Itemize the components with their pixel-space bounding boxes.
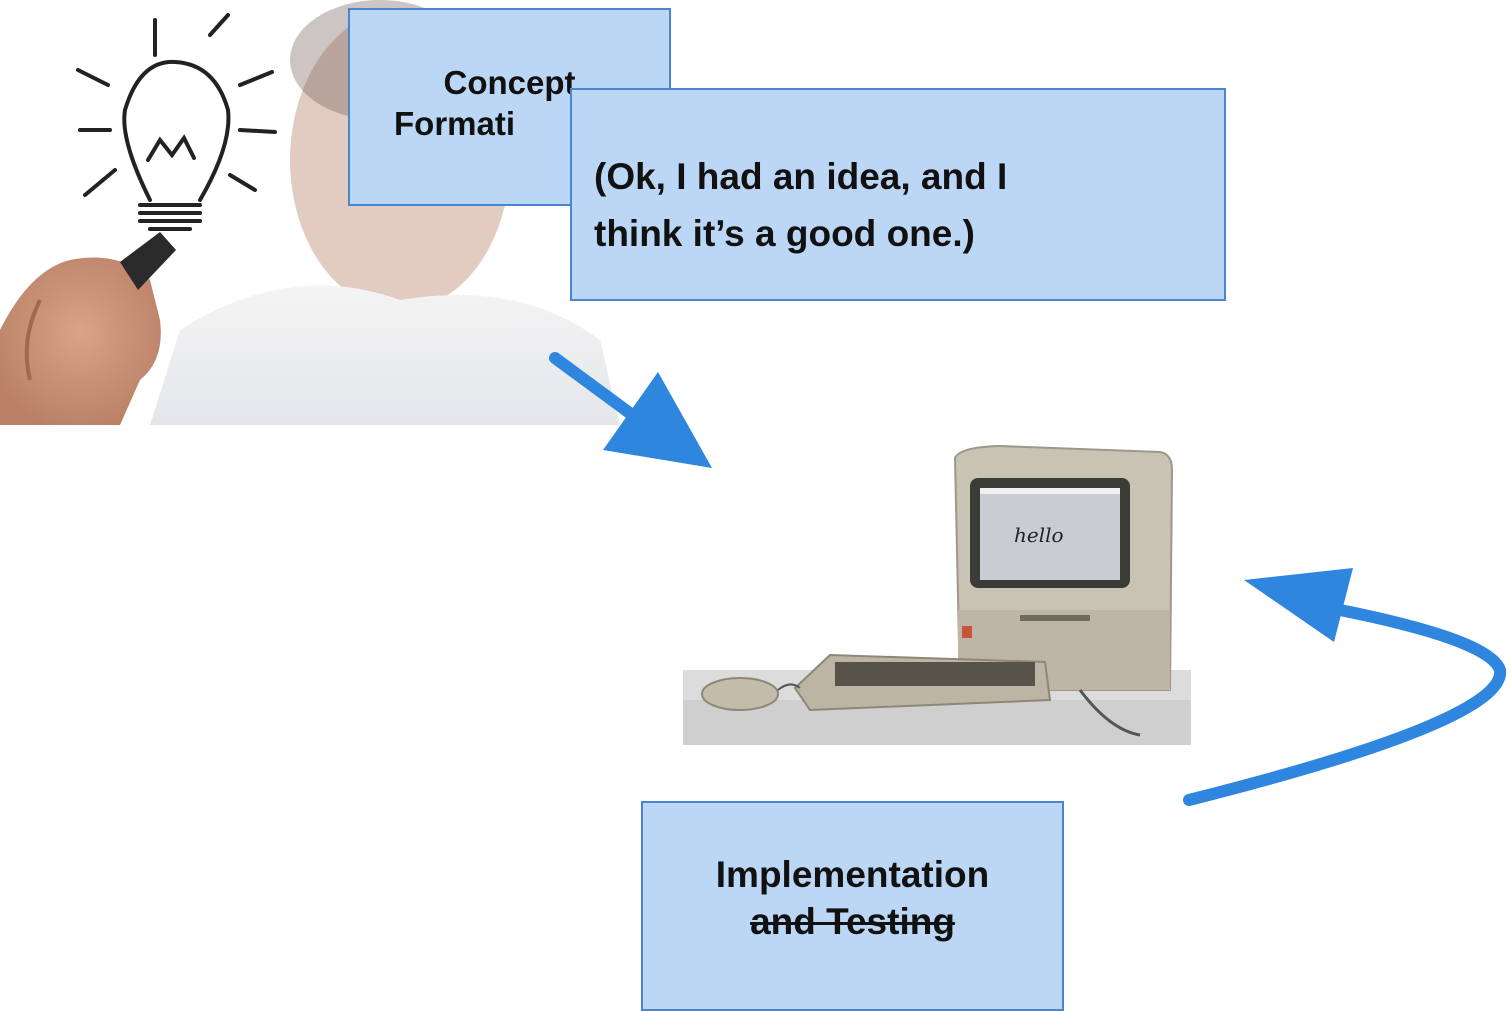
idea-comment-box: (Ok, I had an idea, and I think it’s a g… — [570, 88, 1226, 301]
idea-line1: (Ok, I had an idea, and I — [594, 156, 1008, 197]
concept-line1: Concept — [443, 64, 576, 101]
concept-line2: Formati — [394, 105, 516, 142]
loop-back-arrow — [1183, 568, 1507, 806]
down-right-arrow — [549, 352, 712, 468]
idea-line2: think it’s a good one.) — [594, 213, 975, 254]
impl-line1: Implementation — [715, 854, 990, 895]
impl-line2-struck: and Testing — [750, 901, 955, 942]
implementation-testing-box: Implementation and Testing — [641, 801, 1064, 1011]
